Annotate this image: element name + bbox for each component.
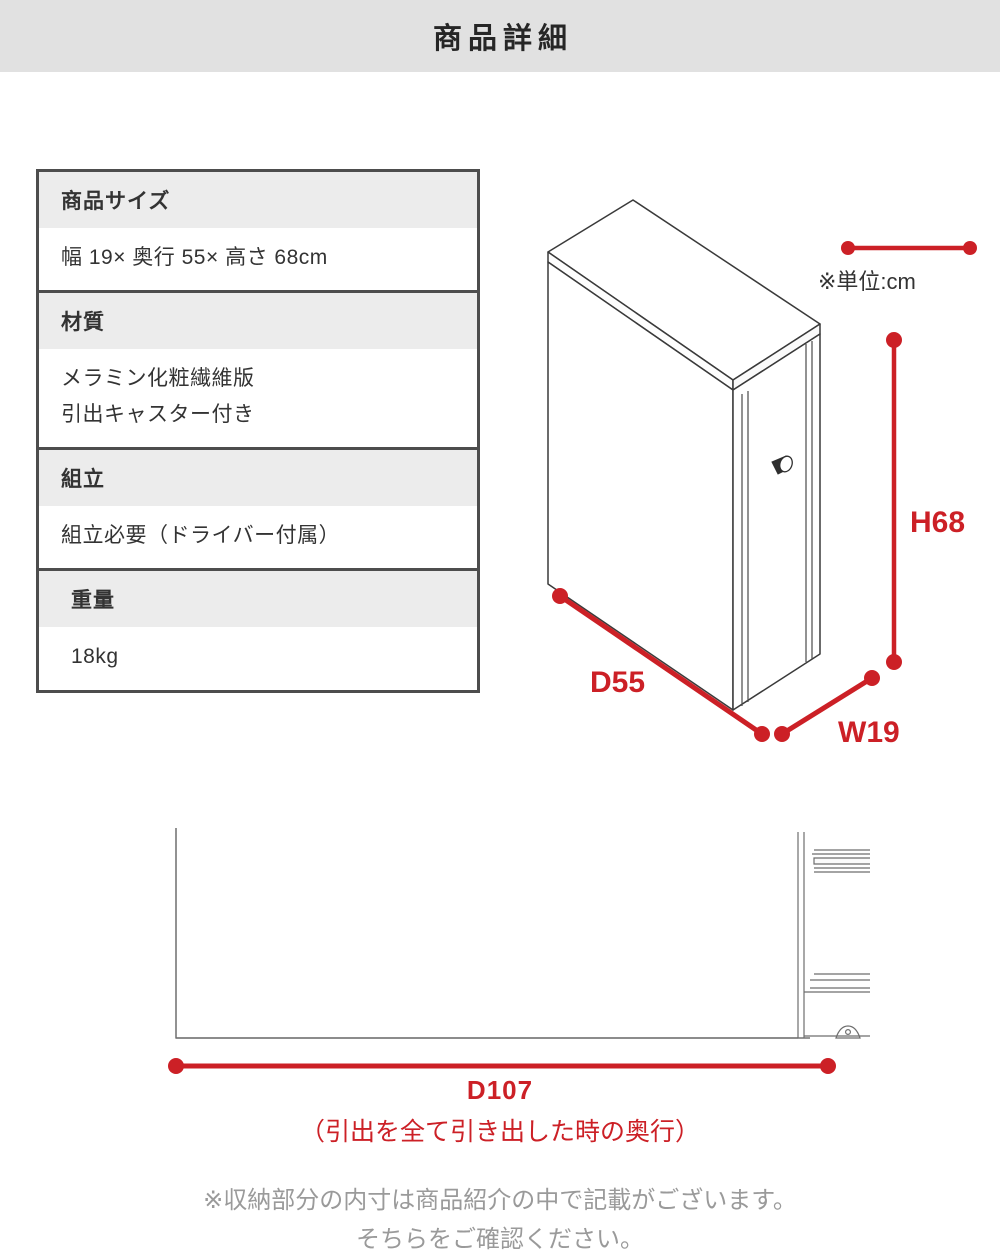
caster-icon-left <box>835 1025 861 1039</box>
spec-value-size: 幅 19× 奥行 55× 高さ 68cm <box>39 228 477 291</box>
dimension-label-depth: D55 <box>590 666 645 699</box>
extended-depth-caption: D107 （引出を全て引き出した時の奥行） <box>0 1075 1000 1148</box>
unit-legend-line <box>841 241 977 255</box>
spec-value-material-line1: メラミン化粧繊維版 <box>61 367 255 391</box>
dimension-label-height: H68 <box>910 506 965 539</box>
dimension-line-extended-depth <box>168 1058 836 1074</box>
spec-value-material-line2: 引出キャスター付き <box>61 403 255 427</box>
spec-group-size: 商品サイズ 幅 19× 奥行 55× 高さ 68cm <box>39 172 477 294</box>
extended-depth-value: D107 <box>466 1075 534 1105</box>
footnote-line2: そちらをご確認ください。 <box>356 1225 644 1253</box>
footnote-line1: ※収納部分の内寸は商品紹介の中で記載がございます。 <box>203 1187 797 1214</box>
footnote: ※収納部分の内寸は商品紹介の中で記載がございます。 そちらをご確認ください。 <box>0 1182 1000 1260</box>
page-header: 商品詳細 <box>0 0 1000 72</box>
spec-group-material: 材質 メラミン化粧繊維版 引出キャスター付き <box>39 293 477 451</box>
dimension-label-width: W19 <box>838 716 900 749</box>
dimension-line-depth <box>552 588 770 742</box>
cabinet-knob-icon <box>771 455 793 475</box>
spec-label-material: 材質 <box>39 293 477 350</box>
spec-value-weight: 18kg <box>39 627 477 690</box>
content-area: 商品サイズ 幅 19× 奥行 55× 高さ 68cm 材質 メラミン化粧繊維版 … <box>0 72 1000 1253</box>
spec-value-material: メラミン化粧繊維版 引出キャスター付き <box>39 349 477 448</box>
spec-group-weight: 重量 18kg <box>39 571 477 690</box>
dimension-line-width <box>774 670 880 742</box>
extended-depth-note: （引出を全て引き出した時の奥行） <box>299 1118 700 1146</box>
spec-table: 商品サイズ 幅 19× 奥行 55× 高さ 68cm 材質 メラミン化粧繊維版 … <box>36 169 480 693</box>
spec-label-weight: 重量 <box>39 571 477 628</box>
dimension-line-height <box>886 332 902 670</box>
product-isometric-diagram: H68 D55 W19 <box>490 172 1000 762</box>
product-sideview-diagram <box>150 824 870 1084</box>
spec-label-assembly: 組立 <box>39 450 477 507</box>
page-title: 商品詳細 <box>432 23 573 55</box>
spec-group-assembly: 組立 組立必要（ドライバー付属） <box>39 450 477 572</box>
unit-note: ※単位:cm <box>818 269 916 294</box>
spec-value-assembly: 組立必要（ドライバー付属） <box>39 506 477 569</box>
spec-label-size: 商品サイズ <box>39 172 477 228</box>
